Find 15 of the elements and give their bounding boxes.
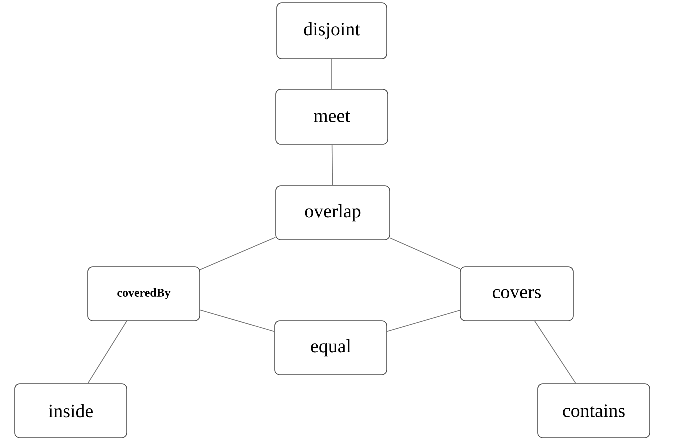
relation-box: equal xyxy=(274,320,388,376)
relation-box: meet xyxy=(276,89,388,145)
relation-box: disjoint xyxy=(276,2,388,60)
relation-box: covers xyxy=(460,266,574,322)
relation-box: overlap xyxy=(276,186,390,240)
connector-line xyxy=(88,321,128,384)
connector-line xyxy=(200,310,275,332)
connector-line xyxy=(200,237,276,270)
connector-line xyxy=(534,321,576,384)
relation-box: inside xyxy=(14,384,128,438)
relation-box: coveredBy xyxy=(88,266,200,322)
relation-box: contains xyxy=(538,384,650,438)
connector-line xyxy=(387,310,460,332)
connector-line xyxy=(332,144,334,186)
connector-line xyxy=(390,238,460,270)
